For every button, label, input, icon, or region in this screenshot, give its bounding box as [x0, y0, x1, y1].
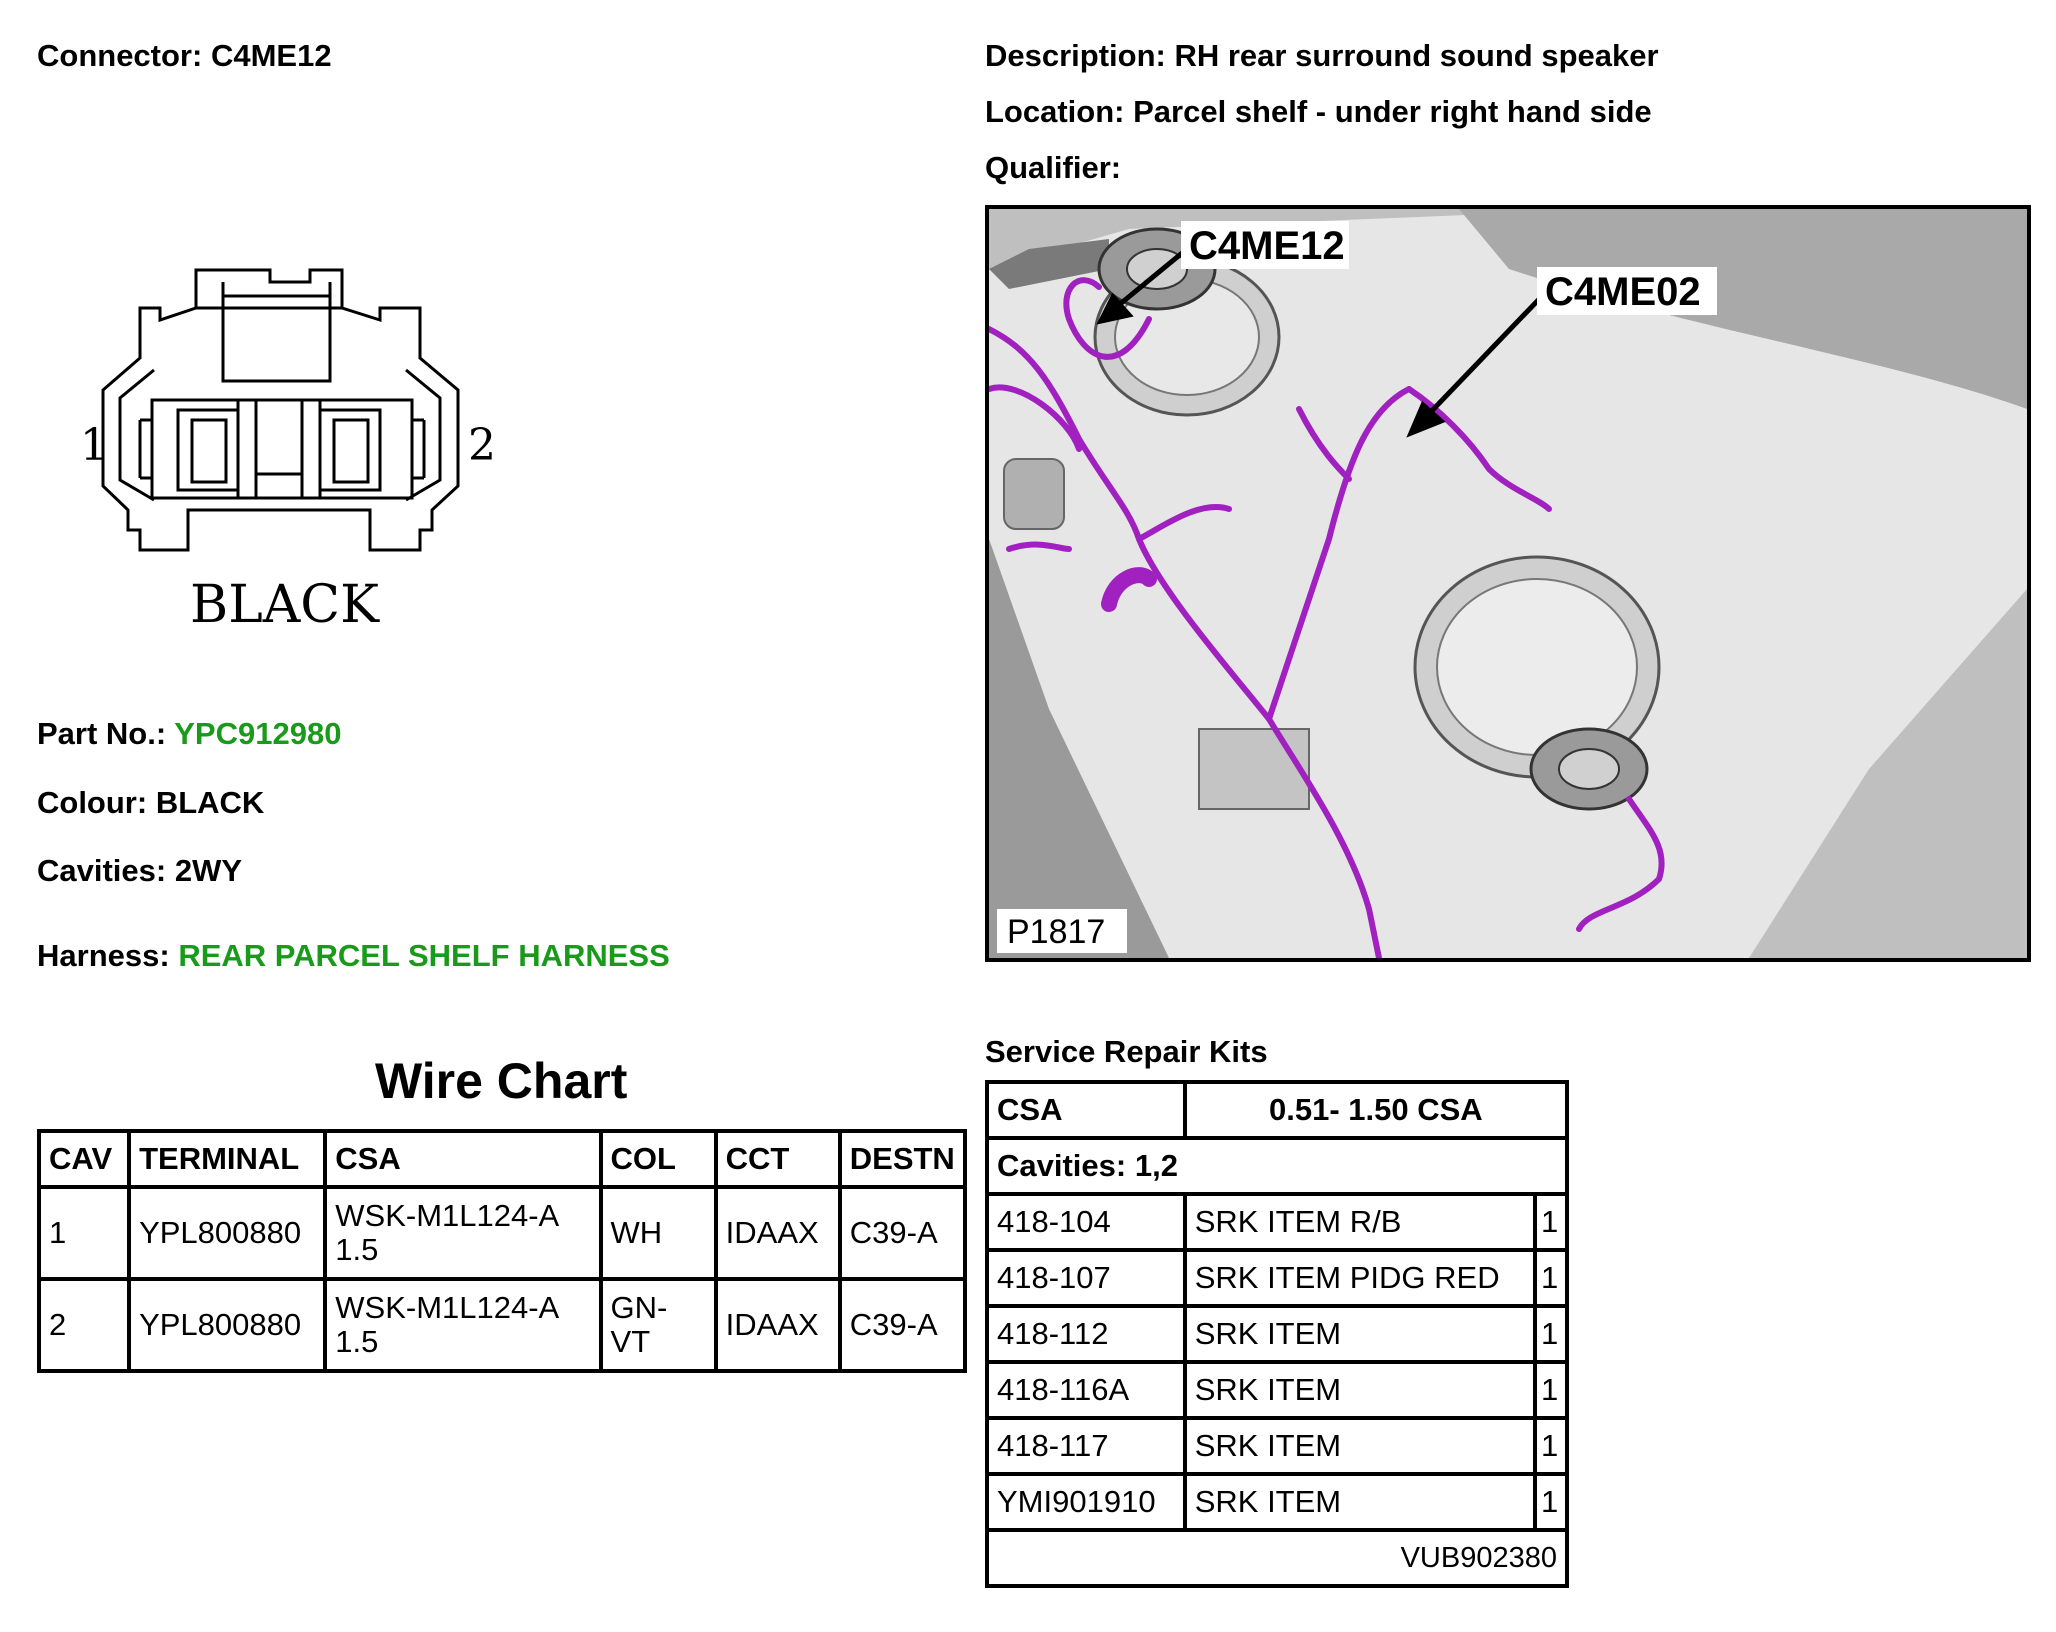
- kit-qty: 1: [1533, 1192, 1569, 1252]
- kit-code: 418-107: [985, 1248, 1187, 1308]
- wire-chart-title: Wire Chart: [375, 1053, 628, 1109]
- cell-terminal: YPL800880: [127, 1277, 328, 1373]
- part-label: Part No.:: [37, 716, 167, 751]
- pin-2-label: 2: [468, 420, 496, 471]
- qualifier-line: Qualifier:: [985, 150, 1121, 186]
- location-label: Location:: [985, 94, 1125, 129]
- description-label: Description:: [985, 38, 1166, 73]
- location-line: Location: Parcel shelf - under right han…: [985, 94, 1652, 130]
- colour-value: BLACK: [155, 785, 265, 820]
- connector-colour-label: BLACK: [190, 575, 380, 635]
- csa-size: 1.5: [335, 1324, 379, 1359]
- kit-code: 418-117: [985, 1416, 1187, 1476]
- callout-c4me02: C4ME02: [1545, 270, 1701, 314]
- location-photo: C4ME12 C4ME02 P1817: [985, 205, 2031, 962]
- figure-id: P1817: [1007, 913, 1105, 951]
- connector-id: C4ME12: [210, 38, 332, 73]
- table-row: 418-112 SRK ITEM 1: [985, 1304, 1569, 1364]
- kit-qty: 1: [1533, 1248, 1569, 1308]
- col-header-cct: CCT: [713, 1129, 842, 1189]
- cell-cct: IDAAX: [713, 1185, 842, 1281]
- repair-kits-table: CSA 0.51- 1.50 CSA Cavities: 1,2 418-104…: [985, 1080, 1570, 1588]
- cell-destn: C39-A: [837, 1185, 968, 1281]
- description-line: Description: RH rear surround sound spea…: [985, 38, 1659, 74]
- kit-csa-label: CSA: [985, 1080, 1187, 1140]
- kit-qty: 1: [1533, 1416, 1569, 1476]
- cell-cct: IDAAX: [713, 1277, 842, 1373]
- colour-label: Colour:: [37, 785, 148, 820]
- kit-code: 418-116A: [985, 1360, 1187, 1420]
- callout-box-c4me02: [1537, 267, 1717, 315]
- callout-box-c4me12: [1181, 221, 1349, 269]
- part-number-link[interactable]: YPC912980: [174, 716, 342, 751]
- connector-face-drawing: 1 2 BLACK: [80, 268, 496, 635]
- kit-qty: 1: [1533, 1304, 1569, 1364]
- col-header-cav: CAV: [36, 1129, 132, 1189]
- table-row: YMI901910 SRK ITEM 1: [985, 1472, 1569, 1532]
- csa-size: 1.5: [335, 1232, 379, 1267]
- kit-desc: SRK ITEM: [1182, 1360, 1538, 1420]
- parcel-shelf-illustration: C4ME12 C4ME02 P1817: [989, 209, 2027, 958]
- cell-col: GN-VT: [598, 1277, 718, 1373]
- connector-heading: Connector: C4ME12: [37, 38, 332, 74]
- wire-chart-table: CAV TERMINAL CSA COL CCT DESTN 1 YPL8008…: [36, 1129, 968, 1373]
- table-row: 418-116A SRK ITEM 1: [985, 1360, 1569, 1420]
- harness-link[interactable]: REAR PARCEL SHELF HARNESS: [178, 938, 670, 973]
- col-header-col: COL: [598, 1129, 718, 1189]
- cavities-value: 2WY: [174, 853, 243, 888]
- kit-csa-range: 0.51- 1.50 CSA: [1182, 1080, 1570, 1140]
- figure-id-box: [997, 909, 1127, 953]
- kit-footer-row: VUB902380: [985, 1528, 1569, 1588]
- kit-qty: 1: [1533, 1472, 1569, 1532]
- cell-destn: C39-A: [837, 1277, 968, 1373]
- table-row: 418-104 SRK ITEM R/B 1: [985, 1192, 1569, 1252]
- csa-spec: WSK-M1L124-A: [335, 1198, 560, 1233]
- cell-terminal: YPL800880: [127, 1185, 328, 1281]
- col-header-csa: CSA: [323, 1129, 603, 1189]
- qualifier-label: Qualifier:: [985, 150, 1122, 185]
- description-value: RH rear surround sound speaker: [1174, 38, 1659, 73]
- callout-c4me12: C4ME12: [1189, 224, 1345, 268]
- cell-cav: 1: [36, 1185, 132, 1281]
- cavities-label: Cavities:: [37, 853, 167, 888]
- kit-qty: 1: [1533, 1360, 1569, 1420]
- part-line: Part No.: YPC912980: [37, 716, 341, 752]
- table-row: 418-117 SRK ITEM 1: [985, 1416, 1569, 1476]
- kit-code: 418-104: [985, 1192, 1187, 1252]
- harness-line: Harness: REAR PARCEL SHELF HARNESS: [37, 938, 670, 974]
- kit-cavities-row: Cavities: 1,2: [985, 1136, 1569, 1196]
- cell-col: WH: [598, 1185, 718, 1281]
- kit-desc: SRK ITEM: [1182, 1416, 1538, 1476]
- kit-desc: SRK ITEM: [1182, 1304, 1538, 1364]
- wire-chart-header-row: CAV TERMINAL CSA COL CCT DESTN: [36, 1129, 968, 1189]
- pin-1-label: 1: [80, 420, 108, 471]
- kit-desc: SRK ITEM: [1182, 1472, 1538, 1532]
- csa-spec: WSK-M1L124-A: [335, 1290, 560, 1325]
- col-line-2: VT: [610, 1324, 651, 1359]
- colour-line: Colour: BLACK: [37, 785, 264, 821]
- col-line-1: WH: [610, 1215, 663, 1250]
- cavities-line: Cavities: 2WY: [37, 853, 242, 889]
- col-header-terminal: TERMINAL: [127, 1129, 328, 1189]
- kit-desc: SRK ITEM PIDG RED: [1182, 1248, 1538, 1308]
- kit-code: 418-112: [985, 1304, 1187, 1364]
- kit-cavities: Cavities: 1,2: [985, 1136, 1569, 1196]
- table-row: 418-107 SRK ITEM PIDG RED 1: [985, 1248, 1569, 1308]
- col-header-destn: DESTN: [837, 1129, 968, 1189]
- kit-footer-code: VUB902380: [985, 1528, 1569, 1588]
- cell-cav: 2: [36, 1277, 132, 1373]
- connector-label: Connector:: [37, 38, 203, 73]
- location-value: Parcel shelf - under right hand side: [1133, 94, 1652, 129]
- kit-desc: SRK ITEM R/B: [1182, 1192, 1538, 1252]
- harness-label: Harness:: [37, 938, 170, 973]
- kit-header-row: CSA 0.51- 1.50 CSA: [985, 1080, 1570, 1140]
- kit-code: YMI901910: [985, 1472, 1187, 1532]
- repair-kits-title: Service Repair Kits: [985, 1034, 1268, 1069]
- col-line-1: GN-: [610, 1290, 668, 1325]
